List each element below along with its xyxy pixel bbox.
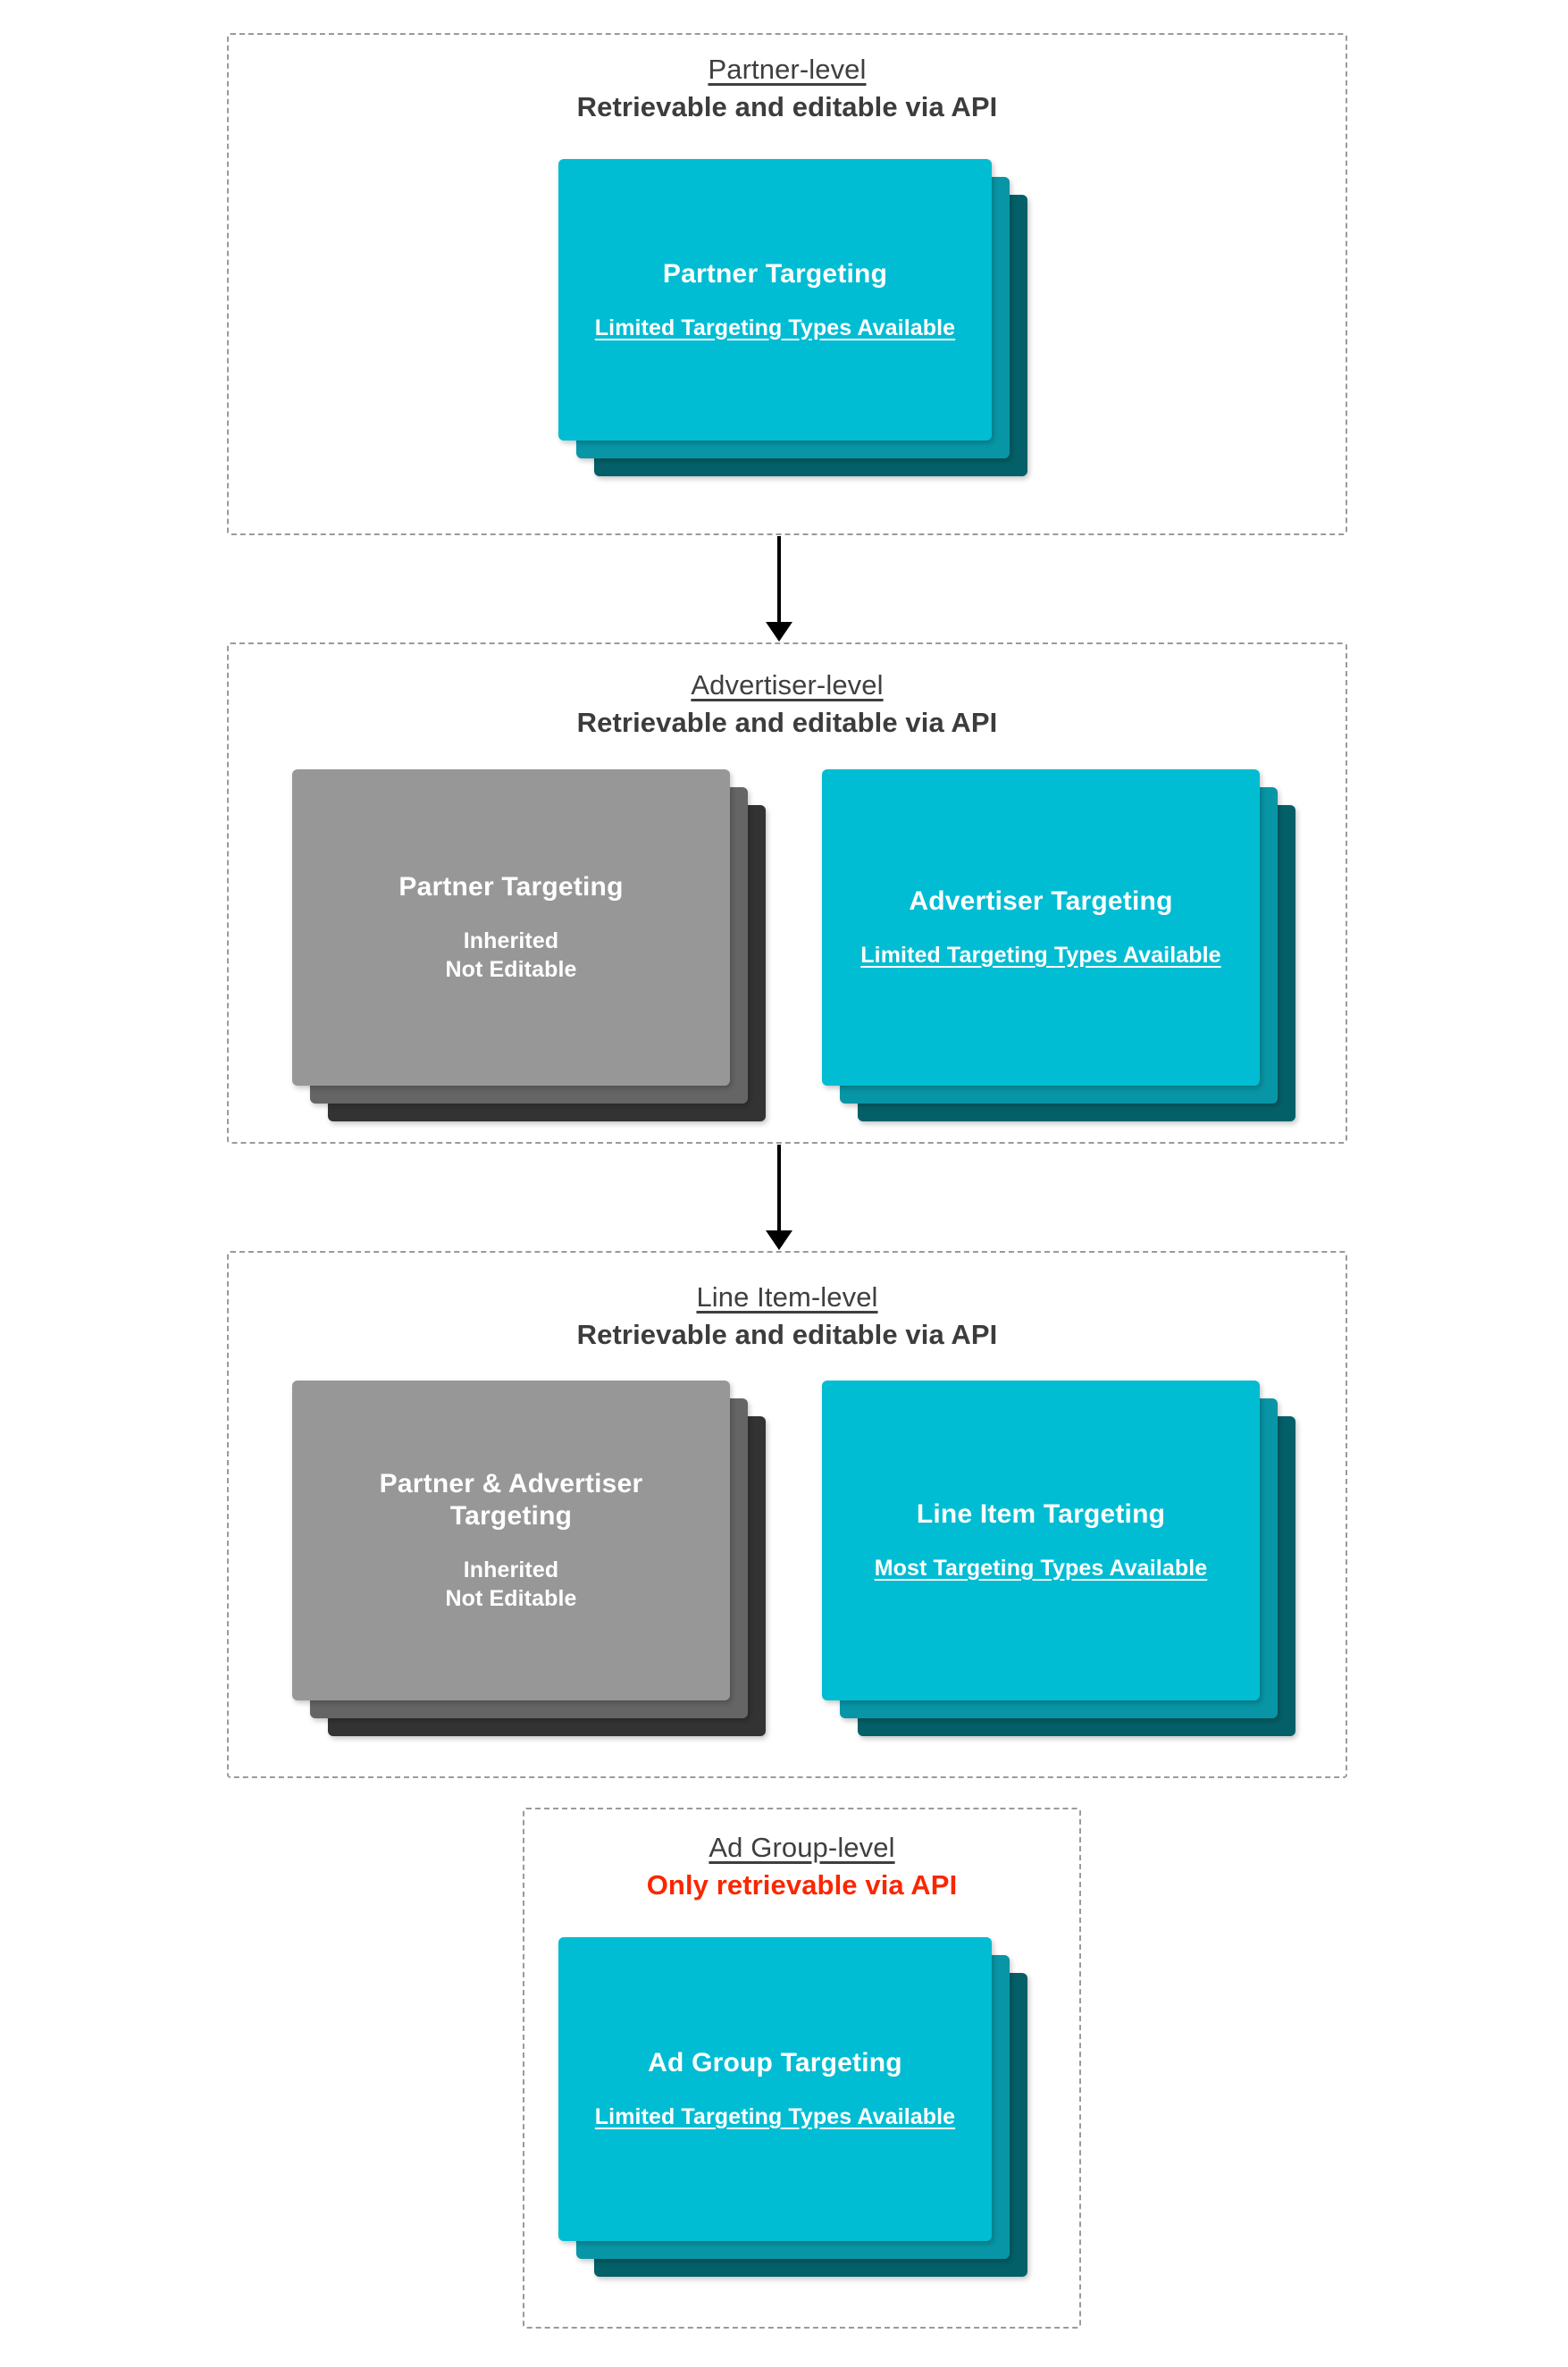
level-box-partner xyxy=(227,33,1347,535)
card-note-partner-targeting-inherited: Inherited Not Editable xyxy=(445,928,577,982)
card-layer-front: Ad Group Targeting Limited Targeting Typ… xyxy=(558,1937,992,2241)
arrow-advertiser-to-line-item xyxy=(766,1145,792,1250)
card-stack-partner-targeting: Partner Targeting Limited Targeting Type… xyxy=(558,159,1027,476)
card-note-partner-advertiser-targeting-inherited: Inherited Not Editable xyxy=(445,1557,577,1611)
card-stack-ad-group-targeting: Ad Group Targeting Limited Targeting Typ… xyxy=(558,1937,1027,2277)
card-stack-line-item-targeting: Line Item Targeting Most Targeting Types… xyxy=(822,1381,1295,1736)
card-note-ad-group-targeting: Limited Targeting Types Available xyxy=(594,2104,956,2129)
level-box-advertiser xyxy=(227,642,1347,1144)
level-box-line-item xyxy=(227,1251,1347,1778)
card-body-partner-advertiser-targeting-inherited: Partner & Advertiser Targeting Inherited… xyxy=(292,1381,730,1700)
card-layer-front: Partner Targeting Inherited Not Editable xyxy=(292,769,730,1086)
card-layer-front: Advertiser Targeting Limited Targeting T… xyxy=(822,769,1260,1086)
card-title-ad-group-targeting: Ad Group Targeting xyxy=(648,2048,902,2077)
card-stack-advertiser-targeting: Advertiser Targeting Limited Targeting T… xyxy=(822,769,1295,1121)
card-note-advertiser-targeting: Limited Targeting Types Available xyxy=(860,943,1221,968)
card-stack-partner-targeting-inherited: Partner Targeting Inherited Not Editable xyxy=(292,769,766,1121)
card-title-line-item-targeting: Line Item Targeting xyxy=(916,1499,1166,1529)
card-title-partner-advertiser-targeting-inherited: Partner & Advertiser Targeting xyxy=(379,1469,643,1531)
card-body-partner-targeting: Partner Targeting Limited Targeting Type… xyxy=(558,159,992,441)
card-body-partner-targeting-inherited: Partner Targeting Inherited Not Editable xyxy=(292,769,730,1086)
card-title-partner-targeting: Partner Targeting xyxy=(662,258,888,289)
card-title-advertiser-targeting: Advertiser Targeting xyxy=(909,886,1173,916)
card-body-advertiser-targeting: Advertiser Targeting Limited Targeting T… xyxy=(822,769,1260,1086)
arrow-shaft xyxy=(777,536,781,624)
level-box-ad-group xyxy=(523,1808,1081,2329)
arrow-head-icon xyxy=(766,1230,792,1250)
card-title-partner-targeting-inherited: Partner Targeting xyxy=(398,872,624,902)
card-layer-front: Partner Targeting Limited Targeting Type… xyxy=(558,159,992,441)
card-layer-front: Line Item Targeting Most Targeting Types… xyxy=(822,1381,1260,1700)
card-note-partner-targeting: Limited Targeting Types Available xyxy=(594,315,956,340)
card-layer-front: Partner & Advertiser Targeting Inherited… xyxy=(292,1381,730,1700)
card-body-line-item-targeting: Line Item Targeting Most Targeting Types… xyxy=(822,1381,1260,1700)
arrow-partner-to-advertiser xyxy=(766,536,792,642)
arrow-shaft xyxy=(777,1145,781,1232)
card-body-ad-group-targeting: Ad Group Targeting Limited Targeting Typ… xyxy=(558,1937,992,2241)
card-stack-partner-advertiser-targeting-inherited: Partner & Advertiser Targeting Inherited… xyxy=(292,1381,766,1736)
arrow-head-icon xyxy=(766,622,792,642)
card-note-line-item-targeting: Most Targeting Types Available xyxy=(874,1556,1208,1581)
